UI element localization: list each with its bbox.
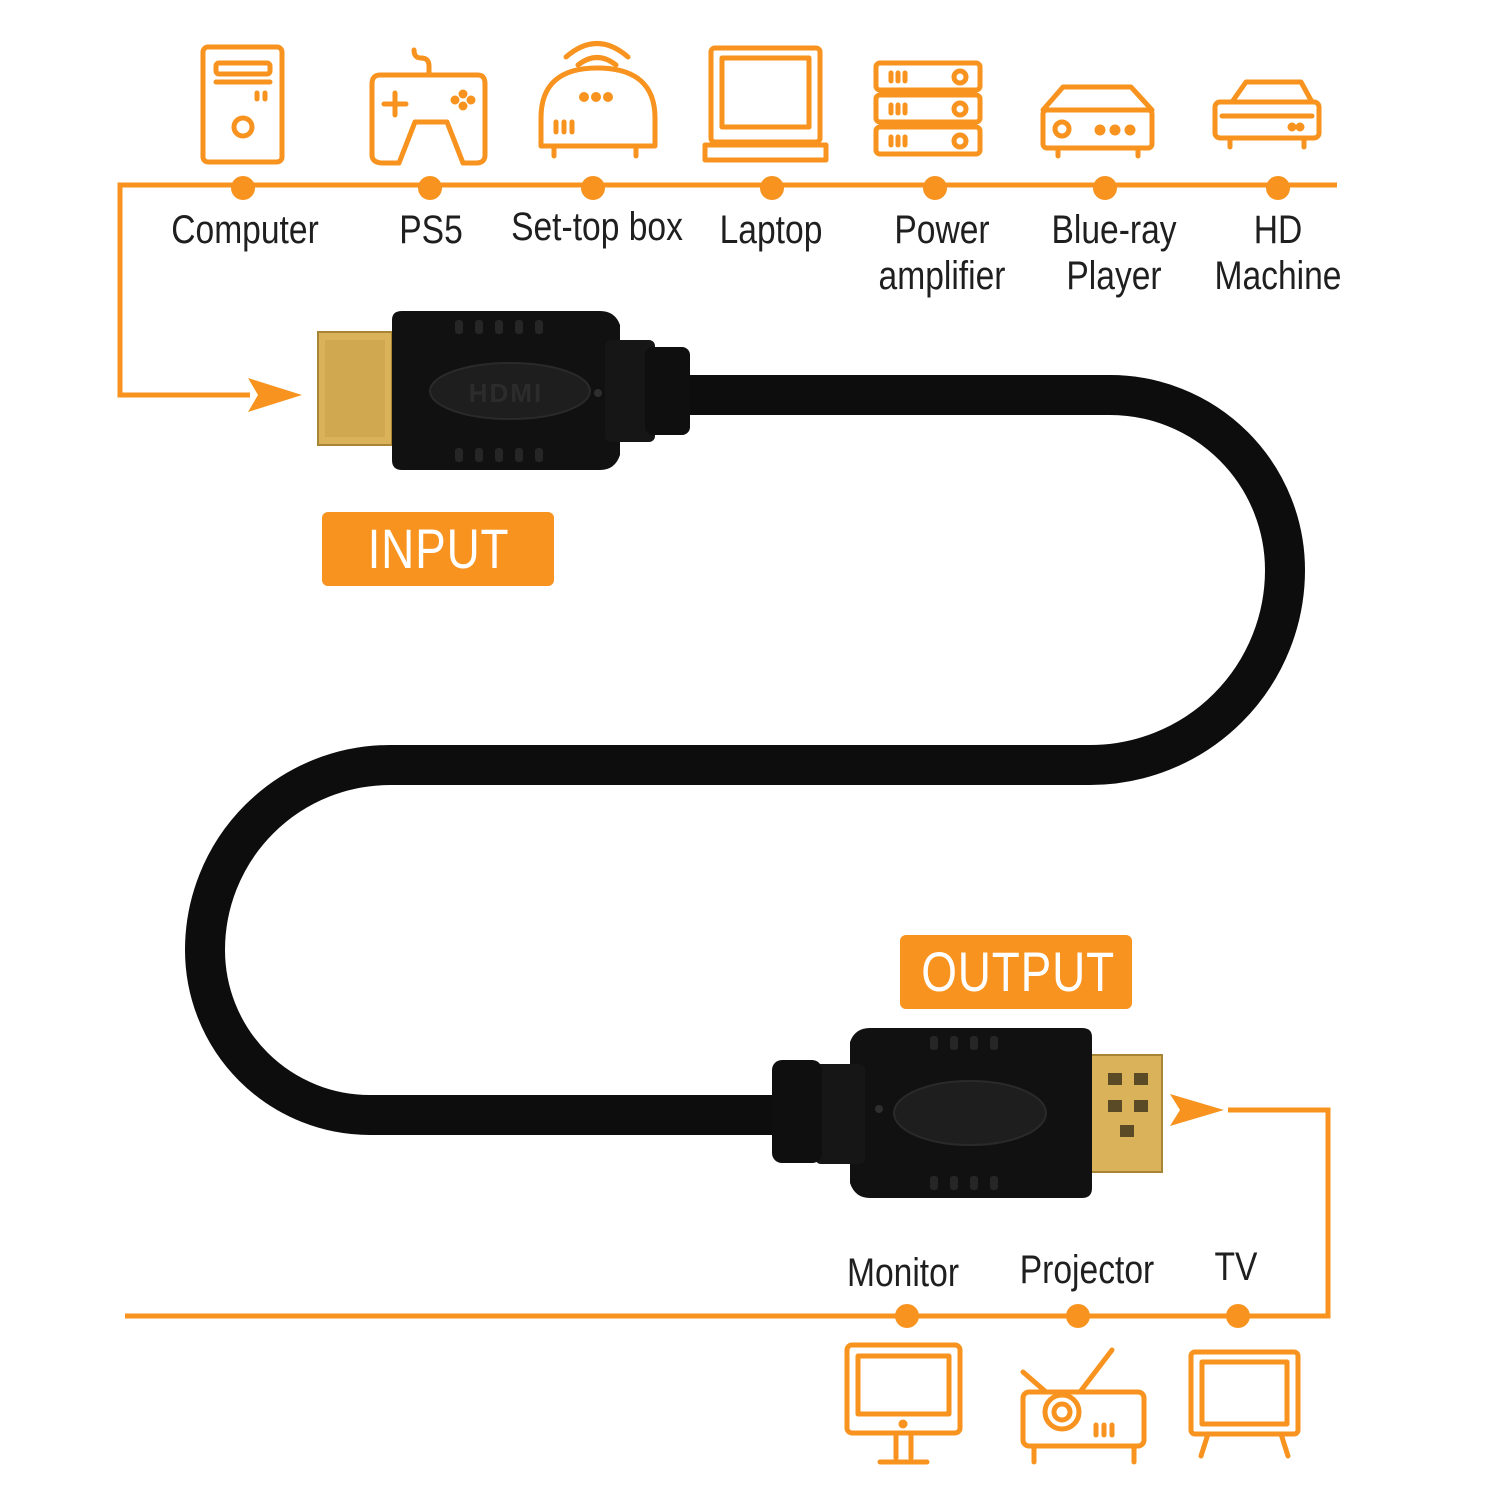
output-hdmi-connector xyxy=(772,1028,1163,1198)
wifi-router-icon xyxy=(538,41,658,159)
device-label-hd-machine: HD Machine xyxy=(1214,208,1342,298)
input-connection-line xyxy=(117,182,1337,398)
device-label-laptop: Laptop xyxy=(719,208,823,252)
disc-player-icon xyxy=(1040,84,1155,159)
device-label-set-top-box: Set-top box xyxy=(511,205,683,249)
projector-icon xyxy=(1020,1347,1147,1465)
device-label-ps5: PS5 xyxy=(399,208,463,252)
device-label-power-amplifier: Power amplifier xyxy=(878,208,1006,298)
amplifier-rack-icon xyxy=(873,60,983,157)
device-label-computer: Computer xyxy=(171,208,319,252)
device-label-projector: Projector xyxy=(1019,1248,1155,1292)
monitor-icon xyxy=(844,1342,963,1465)
input-tag: INPUT xyxy=(322,512,554,586)
output-arrow-icon xyxy=(1170,1094,1224,1126)
hdmi-logo: HDMI xyxy=(469,378,543,408)
computer-tower-icon xyxy=(200,44,285,165)
hd-box-icon xyxy=(1212,79,1322,150)
tv-icon xyxy=(1188,1349,1301,1459)
output-connection-line xyxy=(125,1107,1331,1319)
output-tag: OUTPUT xyxy=(900,935,1132,1009)
output-connection-dots xyxy=(895,1304,1250,1328)
input-hdmi-connector: HDMI xyxy=(317,311,690,470)
device-label-tv: TV xyxy=(1214,1245,1258,1289)
input-arrow-icon xyxy=(248,378,302,412)
input-connection-dots xyxy=(231,176,1290,200)
device-label-blue-ray-player: Blue-ray Player xyxy=(1051,208,1177,298)
gamepad-icon xyxy=(369,47,488,166)
laptop-icon xyxy=(702,45,829,163)
device-label-monitor: Monitor xyxy=(846,1251,960,1295)
hdmi-cable xyxy=(184,375,1306,1135)
